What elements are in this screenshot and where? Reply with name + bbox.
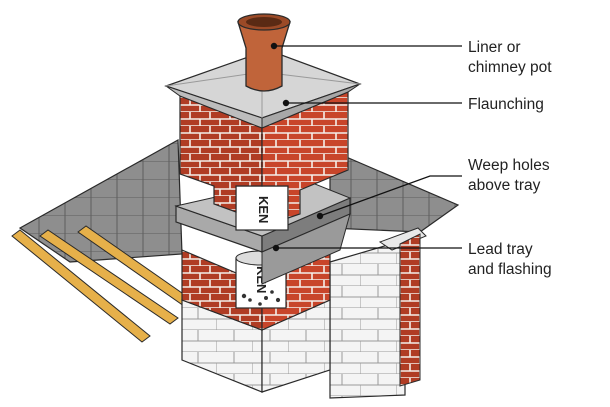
chimney-pot	[237, 13, 291, 92]
blockwork-wall	[329, 227, 427, 399]
label-liner: Liner or chimney pot	[468, 39, 552, 76]
label-liner-line2: chimney pot	[468, 59, 552, 76]
leader-lines	[270, 42, 462, 252]
upper-brick-stack	[179, 91, 349, 219]
label-weep-line1: Weep holes	[468, 157, 550, 174]
label-lead-line1: Lead tray	[468, 241, 533, 258]
label-weep-holes: Weep holes above tray	[468, 157, 550, 194]
timber-rafters	[11, 225, 193, 343]
label-flaunching-text: Flaunching	[468, 96, 544, 113]
leader-liner	[270, 42, 462, 50]
leader-lead-tray	[272, 244, 462, 252]
label-weep-line2: above tray	[468, 177, 541, 194]
leader-weep-holes	[316, 175, 462, 220]
liner-upper: KEN	[235, 185, 289, 231]
label-flaunching: Flaunching	[468, 96, 544, 113]
brick-leaf-right	[399, 233, 421, 387]
liner-upper-text: KEN	[256, 196, 271, 223]
label-lead-tray: Lead tray and flashing	[468, 241, 552, 278]
leader-flaunching	[282, 99, 462, 107]
label-lead-line2: and flashing	[468, 261, 552, 278]
label-liner-line1: Liner or	[468, 39, 521, 56]
roof-slates-right	[329, 149, 460, 233]
